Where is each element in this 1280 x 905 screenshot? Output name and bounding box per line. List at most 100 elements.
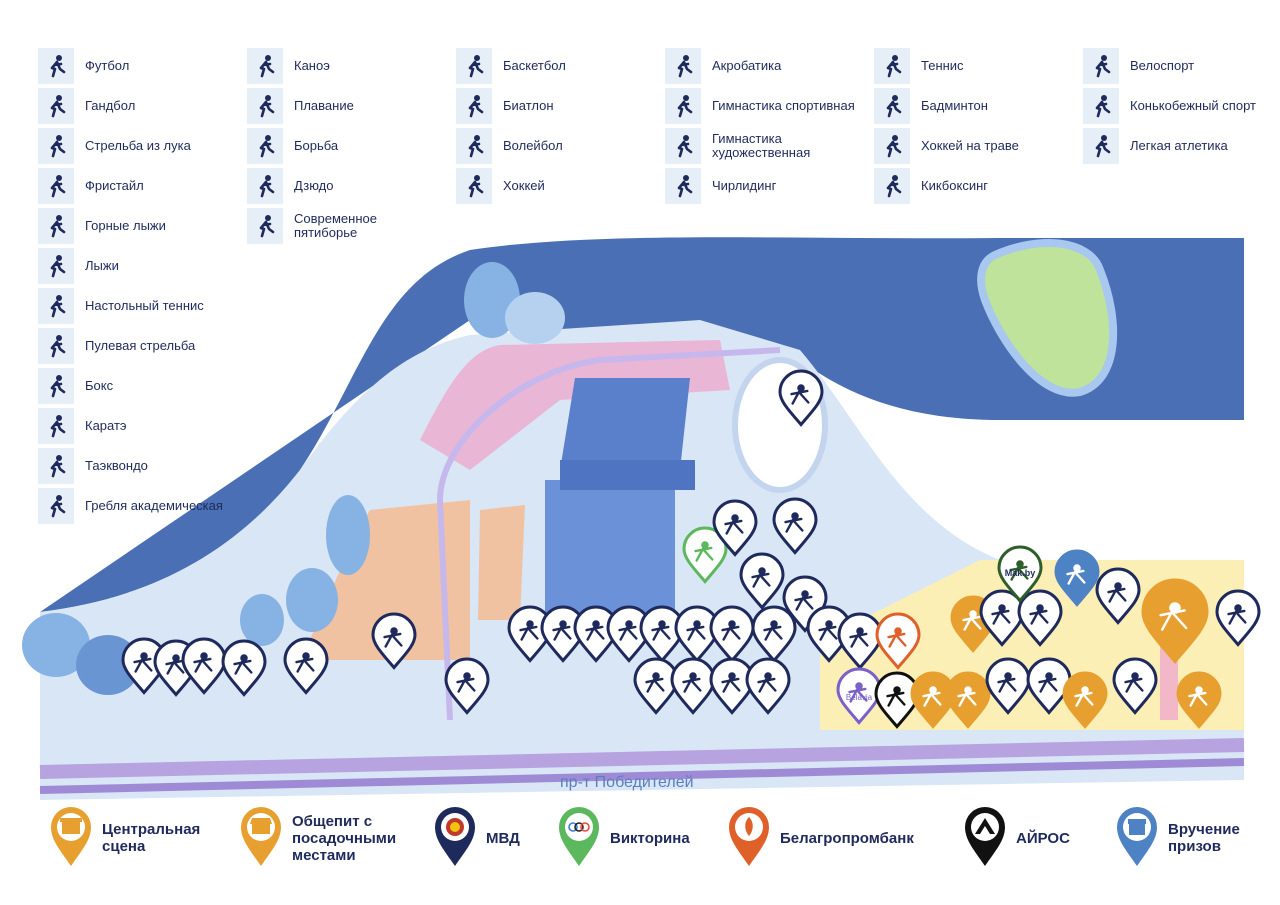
sport-label: Акробатика [712,58,782,73]
legend-bank: Белагропромбанк [726,806,914,870]
skiing-icon [38,248,74,284]
sport-item: Стрельба из лука [38,126,243,166]
map-pin[interactable] [1141,578,1209,664]
sport-item: Каноэ [247,46,452,86]
sport-item: Настольный теннис [38,286,243,326]
legend-airos: АЙРОС [962,806,1070,870]
gift-icon [1114,804,1160,873]
hockey-icon [456,168,492,204]
volleyball-icon [456,128,492,164]
sport-item: Баскетбол [456,46,661,86]
sport-item: Таэквондо [38,446,243,486]
map-pin[interactable] [985,657,1031,715]
map-pin[interactable] [837,612,883,670]
sport-item: Конькобежный спорт [1083,86,1280,126]
football-icon [38,48,74,84]
speed-skating-icon [1083,88,1119,124]
sport-item: Теннис [874,46,1079,86]
sport-item: Пулевая стрельба [38,326,243,366]
legend-prize: Вручение призов [1114,806,1248,870]
map-pin[interactable] [910,671,956,729]
map-pin[interactable] [1062,671,1108,729]
sport-label: Гимнастика спортивная [712,98,855,113]
map-pin[interactable] [1215,589,1261,647]
map-pin[interactable] [997,545,1043,603]
sport-label: Каноэ [294,58,330,73]
river [40,237,1244,613]
map-pin[interactable] [444,657,490,715]
biathlon-icon [456,88,492,124]
legend-police: МВД [432,806,520,870]
road-main [39,738,1245,779]
sport-label: Гимнастика художественная [712,131,811,160]
map-pin[interactable] [371,612,417,670]
sport-item: Бокс [38,366,243,406]
alpine-skiing-icon [38,208,74,244]
sport-label: Бадминтон [921,98,988,113]
map-pin[interactable] [712,499,758,557]
map-pin[interactable] [1054,549,1100,607]
map-pin[interactable] [772,497,818,555]
sport-item: Современное пятиборье [247,206,452,246]
belavia-label: Belavia [846,693,873,702]
bank-leaf-icon [726,804,772,873]
legend-label: АЙРОС [1016,829,1070,847]
sport-item: Лыжи [38,246,243,286]
map-pin[interactable] [1176,671,1222,729]
badminton-icon [874,88,910,124]
map-pin[interactable] [751,605,797,663]
sport-label: Легкая атлетика [1130,138,1228,153]
peach-zone-2 [478,505,525,620]
map-pin[interactable] [945,671,991,729]
wrestling-icon [247,128,283,164]
map-pin[interactable] [682,526,728,584]
handball-icon [38,88,74,124]
map-pin[interactable] [181,637,227,695]
sport-label: Лыжи [85,258,119,273]
map-pin[interactable] [709,605,755,663]
sport-label: Велоспорт [1130,58,1195,73]
sport-label: Гребля академическая [85,498,223,513]
map-pin[interactable] [221,639,267,697]
legend-central-stage: Центральная сцена [48,806,212,870]
map-pin[interactable] [1095,567,1141,625]
map-pin[interactable] [1017,589,1063,647]
map-pin[interactable] [778,369,824,427]
makby-label: Mak.by [1005,568,1036,578]
park-area [977,239,1118,397]
sport-item: Гребля академическая [38,486,243,526]
sport-item: Кикбоксинг [874,166,1079,206]
legend-label: Белагропромбанк [780,829,914,847]
map-pin[interactable] [639,605,685,663]
arena-building [545,480,675,630]
peach-zone [300,500,470,660]
legend-label: Вручение призов [1168,821,1240,855]
map-pin[interactable] [875,612,921,670]
legend-label: Общепит с посадочными местами [292,812,397,864]
sport-label: Плавание [294,98,354,113]
map-pin[interactable] [1026,657,1072,715]
cycling-icon [1083,48,1119,84]
map-pin[interactable] [739,552,785,610]
map-pin[interactable] [674,605,720,663]
map-pin[interactable] [745,657,791,715]
sport-label: Горные лыжи [85,218,166,233]
map-pin[interactable] [1112,657,1158,715]
sport-label: Волейбол [503,138,563,153]
legend-food-court: Общепит с посадочными местами [238,806,412,870]
sport-label: Борьба [294,138,339,153]
map-legend: Центральная сцена Общепит с посадочными … [0,806,1280,876]
sport-item: Волейбол [456,126,661,166]
sport-item: Гандбол [38,86,243,126]
canoe-icon [247,48,283,84]
shooting-icon [38,328,74,364]
tennis-icon [874,48,910,84]
map-pin[interactable] [283,637,329,695]
sport-label: Бокс [85,378,114,393]
kickboxing-icon [874,168,910,204]
